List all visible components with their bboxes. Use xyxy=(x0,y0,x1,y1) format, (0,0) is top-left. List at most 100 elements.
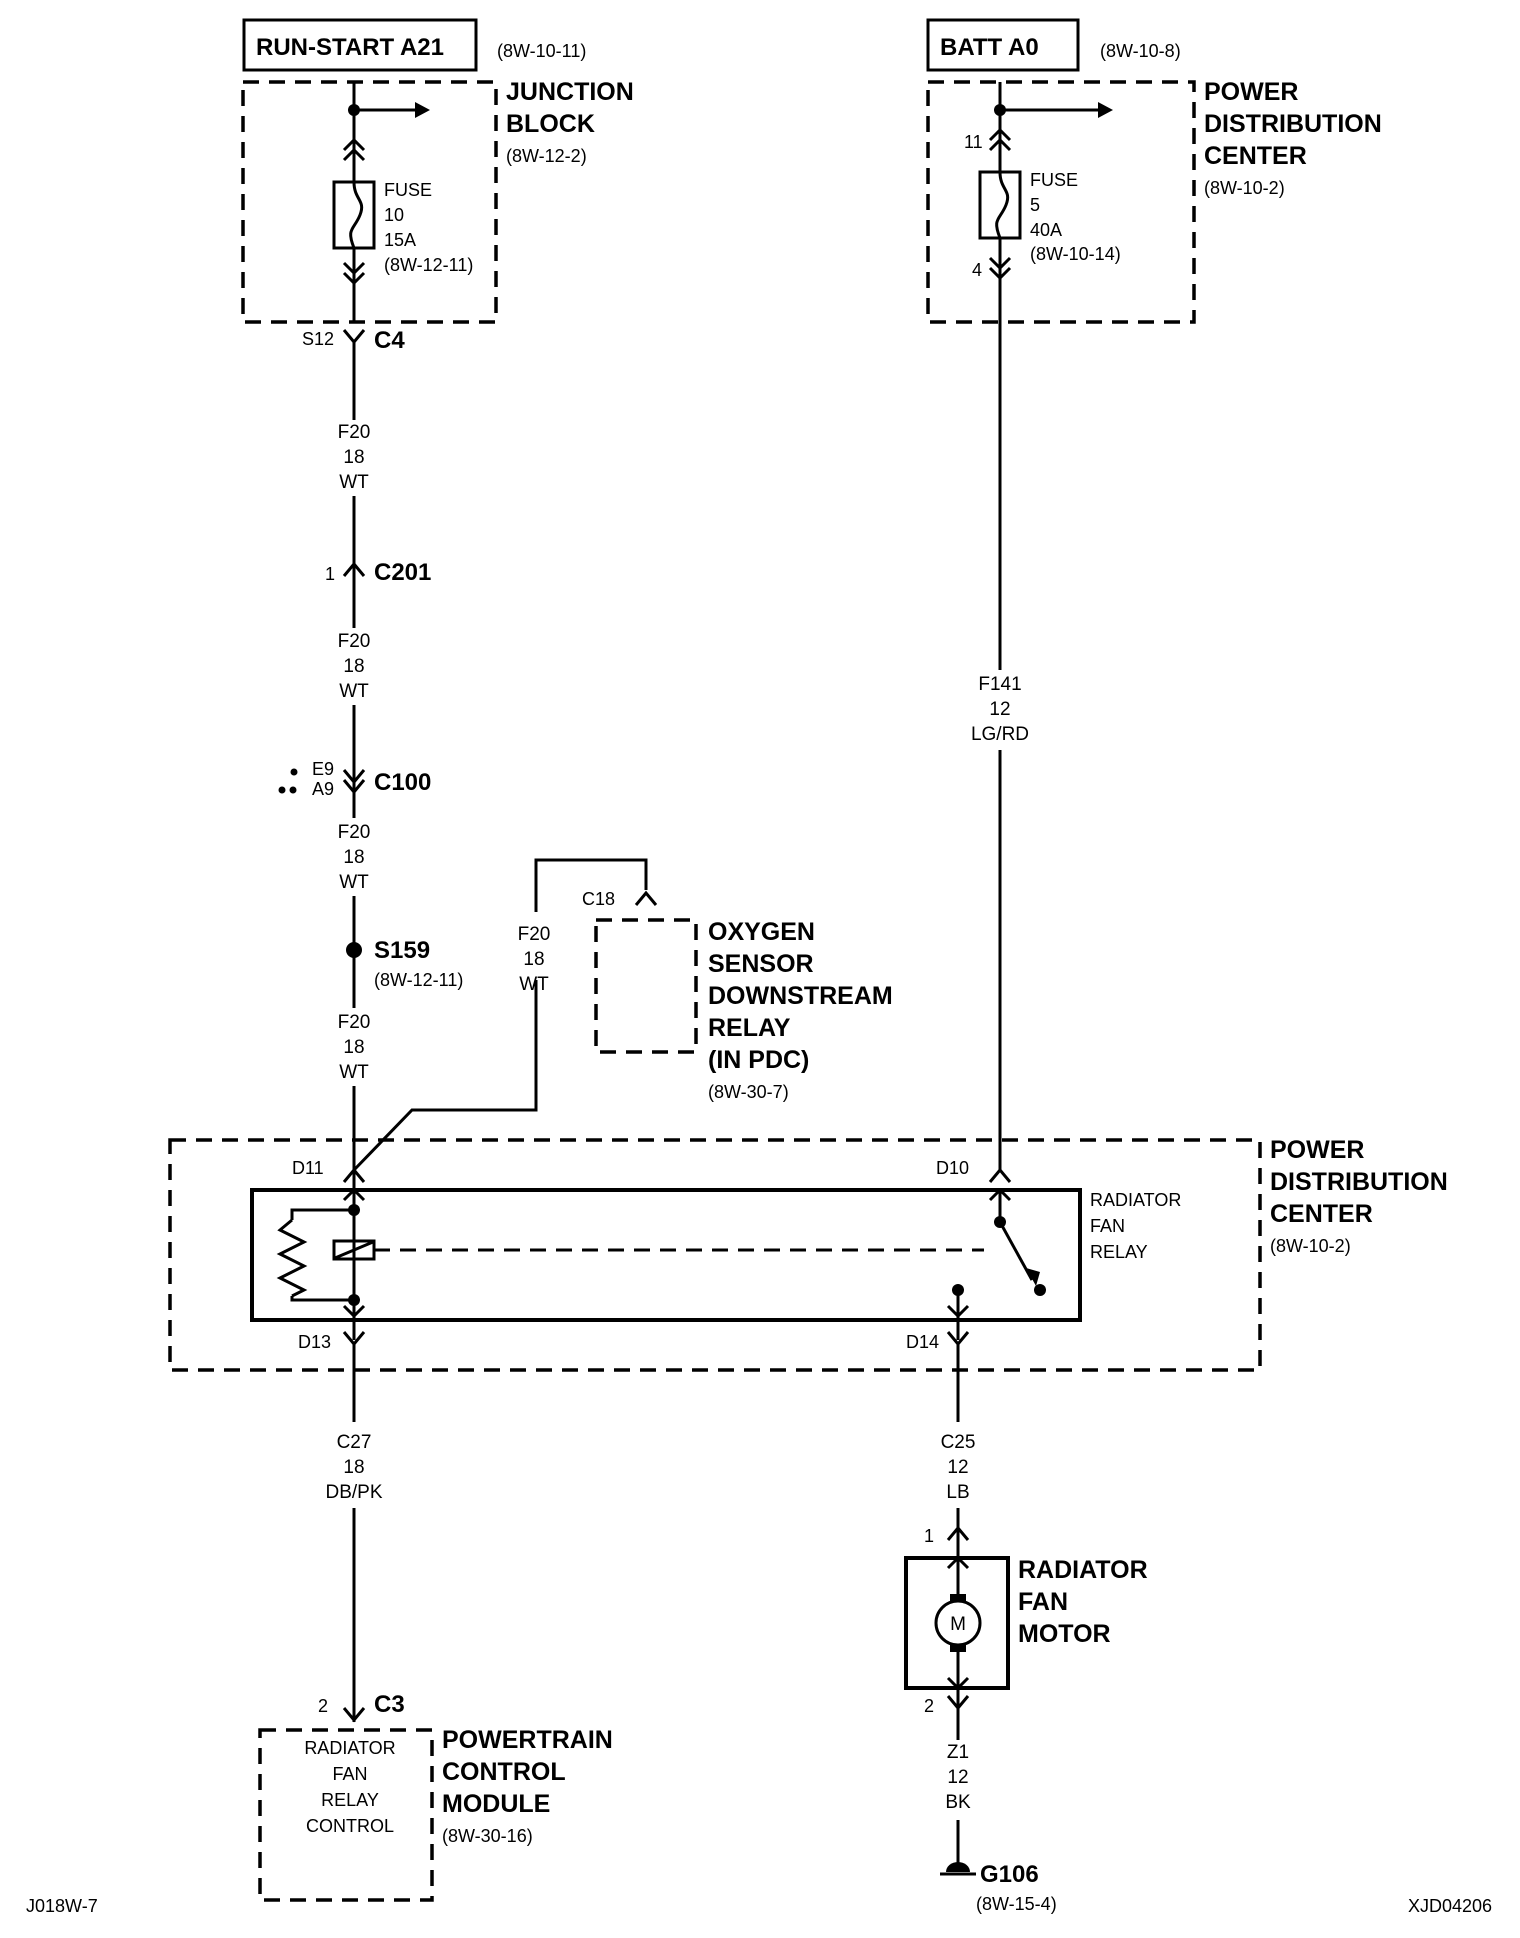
pdc-top-label-2: DISTRIBUTION xyxy=(1204,110,1382,138)
wire4-color: WT xyxy=(339,1062,369,1083)
relay-label-2: FAN xyxy=(1090,1216,1125,1236)
wire5-color: WT xyxy=(519,974,549,995)
ground-symbol-icon xyxy=(946,1862,970,1872)
wire1-gauge: 18 xyxy=(343,447,364,468)
wire3-color: WT xyxy=(339,872,369,893)
motor-brush-top-icon xyxy=(950,1594,966,1604)
o2-relay-label-1: OXYGEN xyxy=(708,918,815,946)
pdc-bottom-outline xyxy=(168,1138,1262,1372)
pcm-ref: (8W-30-16) xyxy=(442,1826,533,1846)
switch-arm xyxy=(998,1221,1034,1281)
pcm-inner-1: RADIATOR xyxy=(304,1738,395,1758)
pin-d10: D10 xyxy=(936,1158,969,1178)
c18-label: C18 xyxy=(582,889,615,909)
jb-arrow-right-icon xyxy=(415,102,430,118)
pin-d11: D11 xyxy=(292,1158,324,1178)
motor-wire-circuit: C25 xyxy=(941,1432,976,1453)
run-start-source-box xyxy=(242,18,478,72)
jb-connector-c4: C4 xyxy=(374,327,405,354)
switch-nc-dot xyxy=(1034,1284,1046,1296)
pdc-bottom-label-3: CENTER xyxy=(1270,1200,1373,1228)
c100-pin-bottom: A9 xyxy=(312,779,334,799)
pdc-bottom-label-2: DISTRIBUTION xyxy=(1270,1168,1448,1196)
c100-dot-2 xyxy=(278,786,286,794)
run-start-source-label: RUN-START A21 xyxy=(256,34,444,61)
pcm-inner-2: FAN xyxy=(332,1764,367,1784)
o2-relay-outline xyxy=(594,918,698,1054)
c201-pin: 1 xyxy=(325,564,335,584)
batt-source-box xyxy=(926,18,1080,72)
ground-ref: (8W-15-4) xyxy=(976,1894,1057,1914)
wire1-circuit: F20 xyxy=(338,422,371,443)
ground-wire-circuit: Z1 xyxy=(947,1742,969,1763)
motor-symbol-icon xyxy=(934,1599,982,1647)
wire3-circuit: F20 xyxy=(338,822,371,843)
resistor-zigzag-icon xyxy=(276,1218,308,1298)
ground-wire-color: BK xyxy=(945,1792,971,1813)
pin-d13: D13 xyxy=(298,1332,331,1352)
motor-wire-color: LB xyxy=(946,1482,969,1503)
switch-arm-arrow-icon xyxy=(1026,1268,1040,1286)
jb-fuse-element-icon xyxy=(349,181,364,249)
pcm-wire-circuit: C27 xyxy=(337,1432,372,1453)
motor-pin-2: 2 xyxy=(924,1696,934,1716)
fan-motor-label-3: MOTOR xyxy=(1018,1620,1111,1648)
pcm-label-1: POWERTRAIN xyxy=(442,1726,613,1754)
wire4-gauge: 18 xyxy=(343,1037,364,1058)
motor-symbol-m: M xyxy=(950,1614,966,1635)
pdc-top-arrow-right-icon xyxy=(1098,102,1113,118)
pdc-bottom-label-1: POWER xyxy=(1270,1136,1364,1164)
pcm-wire-gauge: 18 xyxy=(343,1457,364,1478)
pdc-top-fuse-element-icon xyxy=(995,171,1010,239)
c100-label: C100 xyxy=(374,769,431,796)
motor-pin-1: 1 xyxy=(924,1526,934,1546)
pdc-top-fuse-text-2: 5 xyxy=(1030,195,1040,215)
pdc-top-pin-4: 4 xyxy=(972,260,982,280)
c100-pin-top: E9 xyxy=(312,759,334,779)
fan-motor-label-2: FAN xyxy=(1018,1588,1068,1616)
c201-label: C201 xyxy=(374,559,431,586)
pcm-label-3: MODULE xyxy=(442,1790,550,1818)
run-start-source-ref: (8W-10-11) xyxy=(497,41,586,61)
o2-relay-label-2: SENSOR xyxy=(708,950,814,978)
o2-relay-label-4: RELAY xyxy=(708,1014,791,1042)
s159-label: S159 xyxy=(374,937,430,964)
pcm-pin: 2 xyxy=(318,1696,328,1716)
pin-d14: D14 xyxy=(906,1332,939,1352)
pdc-top-ref: (8W-10-2) xyxy=(1204,178,1285,198)
pcm-inner-4: CONTROL xyxy=(306,1816,394,1836)
wire3-gauge: 18 xyxy=(343,847,364,868)
pdc-top-fuse-text-3: 40A xyxy=(1030,220,1062,240)
c100-dot-3 xyxy=(289,786,297,794)
c100-dot-1 xyxy=(290,768,298,776)
motor-wire-gauge: 12 xyxy=(947,1457,968,1478)
wire5-circuit: F20 xyxy=(518,924,551,945)
wire2-color: WT xyxy=(339,681,369,702)
pcm-wire-color: DB/PK xyxy=(325,1482,382,1503)
junction-block-outline xyxy=(241,80,498,324)
pdc-top-fuse-body xyxy=(978,170,1022,240)
pdc-top-label-1: POWER xyxy=(1204,78,1298,106)
junction-block-label-2: BLOCK xyxy=(506,110,595,138)
o2-relay-label-3: DOWNSTREAM xyxy=(708,982,893,1010)
batt-source-ref: (8W-10-8) xyxy=(1100,41,1181,61)
junction-block-ref: (8W-12-2) xyxy=(506,146,587,166)
ground-wire-gauge: 12 xyxy=(947,1767,968,1788)
pdc-top-fuse-text-1: FUSE xyxy=(1030,170,1078,190)
wire1-color: WT xyxy=(339,472,369,493)
fan-motor-label-1: RADIATOR xyxy=(1018,1556,1148,1584)
s159-ref: (8W-12-11) xyxy=(374,970,463,990)
jb-fuse-body xyxy=(332,180,376,250)
pcm-label-2: CONTROL xyxy=(442,1758,566,1786)
jb-fuse-text-1: FUSE xyxy=(384,180,432,200)
motor-brush-bottom-icon xyxy=(950,1642,966,1652)
s159-splice-dot xyxy=(346,942,362,958)
batt-source-label: BATT A0 xyxy=(940,34,1039,61)
footer-left-code: J018W-7 xyxy=(26,1896,98,1916)
jb-fuse-ref: (8W-12-11) xyxy=(384,255,473,275)
relay-label-1: RADIATOR xyxy=(1090,1190,1181,1210)
ground-label: G106 xyxy=(980,1861,1039,1888)
junction-block-label-1: JUNCTION xyxy=(506,78,634,106)
pcm-inner-3: RELAY xyxy=(321,1790,379,1810)
